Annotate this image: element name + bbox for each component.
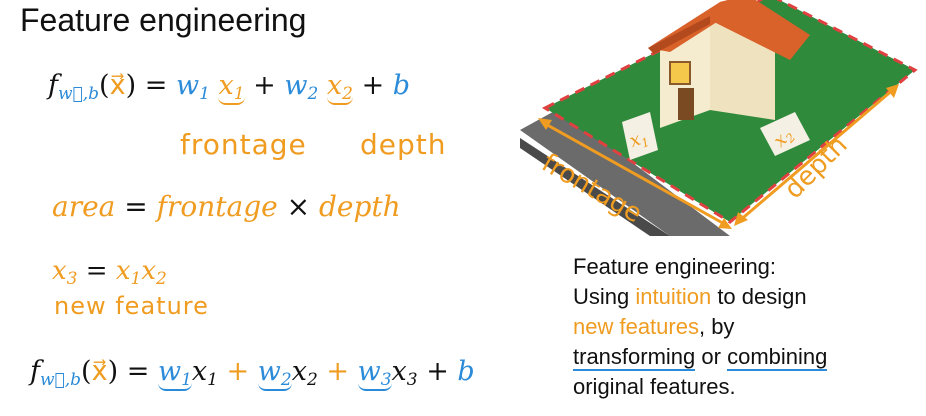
model-equation-2: fw⃗,b(x⃗) = w1x1 + w2x2 + w3x3 + b bbox=[30, 356, 475, 391]
new-feature-note: new feature bbox=[54, 292, 209, 320]
w2: w bbox=[284, 70, 308, 101]
b-term: b bbox=[392, 70, 411, 101]
plus-sign: + bbox=[426, 356, 449, 387]
x2-sub: 2 bbox=[156, 269, 167, 289]
definition-line-4: transforming or combining bbox=[573, 344, 828, 371]
plus-sign: + bbox=[326, 356, 349, 387]
frontage-arrowhead bbox=[718, 218, 732, 229]
w3-term: w3 bbox=[357, 356, 392, 391]
frontage-arrowhead bbox=[538, 118, 552, 130]
x3: x bbox=[391, 356, 407, 387]
house-window bbox=[669, 61, 691, 85]
roof-edge bbox=[648, 16, 710, 54]
x1-term: x1 bbox=[218, 70, 245, 105]
x3-equation: x3 = x1x2 bbox=[52, 256, 167, 289]
model-equation-1: fw⃗,b(x⃗) = w1 x1 + w2 x2 + b bbox=[48, 70, 411, 105]
frontage-arrow bbox=[541, 120, 729, 228]
depth-arrowhead bbox=[734, 212, 748, 226]
w1: w bbox=[175, 70, 200, 101]
plus-sign: + bbox=[361, 70, 385, 101]
b-term: b bbox=[457, 356, 475, 387]
times-sign: × bbox=[286, 190, 311, 223]
x3-sub: 3 bbox=[66, 269, 78, 289]
slide-title: Feature engineering bbox=[20, 2, 307, 38]
x2-sub: 2 bbox=[306, 370, 318, 390]
definition-note: Feature engineering: Using intuition to … bbox=[573, 252, 828, 402]
x2-sign bbox=[760, 112, 810, 156]
area-word: area bbox=[52, 190, 116, 223]
x1-sub: 1 bbox=[130, 269, 142, 289]
plus-sign: + bbox=[226, 356, 250, 387]
x1-sign bbox=[622, 112, 658, 160]
house-door bbox=[678, 88, 694, 120]
x2: x bbox=[291, 356, 307, 387]
equals-sign: = bbox=[85, 256, 108, 286]
plus-sign: + bbox=[253, 70, 276, 101]
x-vector: x⃗ bbox=[91, 356, 108, 387]
x3-sub: 3 bbox=[406, 370, 418, 390]
w2-term: w2 bbox=[257, 356, 292, 391]
definition-line-3: new features, by bbox=[573, 314, 735, 339]
area-equation: area = frontage × depth bbox=[52, 190, 401, 223]
w1-term: w1 bbox=[157, 356, 192, 391]
definition-line-1: Feature engineering: bbox=[573, 254, 777, 279]
arg-close: ) bbox=[125, 70, 137, 101]
depth-word: depth bbox=[318, 190, 401, 223]
arg-close: ) bbox=[107, 356, 119, 387]
frontage-label: frontage bbox=[180, 128, 307, 161]
equals-sign: = bbox=[126, 356, 150, 387]
x2-term: x2 bbox=[326, 70, 353, 105]
w2-sub: 2 bbox=[307, 84, 319, 104]
roof-main bbox=[710, 0, 810, 60]
equals-sign: = bbox=[144, 70, 168, 101]
x2: x bbox=[141, 256, 156, 286]
road-edge bbox=[520, 138, 670, 236]
f-subscript: w⃗,b bbox=[40, 370, 82, 390]
equals-sign: = bbox=[124, 190, 148, 223]
house-lot-illustration: x1 x2 frontage depth bbox=[520, 0, 918, 236]
x1: x bbox=[115, 256, 131, 286]
x1-sub: 1 bbox=[207, 370, 218, 390]
depth-label: depth bbox=[360, 128, 447, 161]
depth-arrow bbox=[737, 86, 896, 224]
x1: x bbox=[191, 356, 208, 387]
arg-open: ( bbox=[99, 70, 110, 101]
definition-line-2: Using intuition to design bbox=[573, 284, 807, 309]
lot-boundary bbox=[541, 0, 918, 224]
f-symbol: f bbox=[48, 70, 58, 101]
x-vector: x⃗ bbox=[109, 70, 126, 101]
arg-open: ( bbox=[81, 356, 92, 387]
depth-arrowhead bbox=[886, 84, 899, 98]
f-subscript: w⃗,b bbox=[58, 84, 100, 104]
x3: x bbox=[52, 256, 67, 286]
f-symbol: f bbox=[30, 356, 40, 387]
frontage-word: frontage bbox=[156, 190, 278, 223]
definition-line-5: original features. bbox=[573, 374, 736, 399]
w1-sub: 1 bbox=[199, 84, 210, 104]
